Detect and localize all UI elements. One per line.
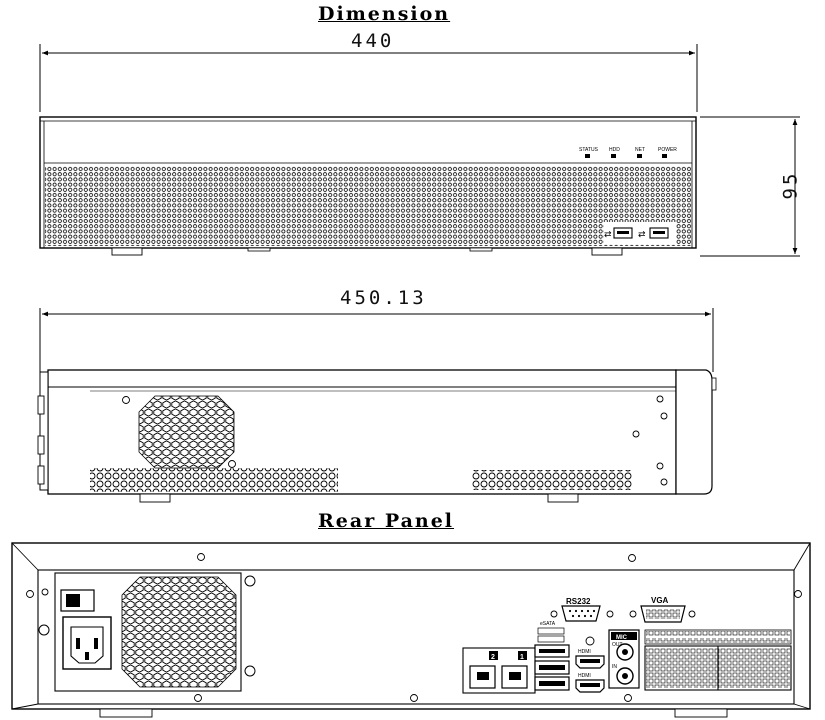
- front-indicators: STATUS HDD NET POWER: [579, 147, 677, 158]
- svg-text:HDMI: HDMI: [578, 649, 591, 655]
- svg-text:OUT: OUT: [612, 642, 623, 648]
- power-supply: [54, 572, 242, 692]
- side-fan-vent: [138, 395, 235, 469]
- net-indicator-label: NET: [635, 147, 645, 153]
- vga-port: VGA: [629, 596, 696, 623]
- esata-usb-ports: eSATA: [534, 621, 570, 691]
- usb-icon: ⇄: [638, 230, 646, 240]
- side-vent-slots-left: [90, 468, 338, 492]
- rear-panel-heading: Rear Panel: [318, 510, 455, 532]
- front-usb-ports: ⇄ ⇄: [604, 222, 676, 244]
- psu-fan-vent: [121, 576, 237, 688]
- svg-text:1: 1: [520, 654, 524, 661]
- side-vent-slots-right: [472, 470, 632, 490]
- svg-text:2: 2: [491, 654, 495, 661]
- svg-text:RS232: RS232: [566, 597, 591, 606]
- height-dimension-line: [700, 116, 800, 257]
- front-width-label: 440: [351, 30, 395, 52]
- alarm-terminals: [644, 629, 792, 691]
- rs232-port: RS232: [550, 597, 614, 622]
- svg-text:IN: IN: [612, 664, 617, 670]
- side-depth-label: 450.13: [340, 287, 427, 309]
- esata-label: eSATA: [540, 621, 556, 627]
- hdmi-ports: HDMI HDMI: [575, 636, 605, 693]
- mic-block: MIC OUT IN: [608, 629, 640, 689]
- front-vent-grill: [45, 166, 691, 246]
- usb-icon: ⇄: [604, 230, 612, 240]
- svg-text:VGA: VGA: [651, 596, 669, 605]
- front-width-dimension-line: [39, 44, 698, 112]
- front-panel-body: [39, 116, 697, 256]
- lan-ports: 2 1: [462, 647, 536, 694]
- power-indicator-label: POWER: [658, 147, 677, 153]
- side-depth-dimension-line: [39, 308, 714, 372]
- hdd-indicator-label: HDD: [609, 147, 620, 153]
- svg-text:HDMI: HDMI: [578, 673, 591, 679]
- dimension-heading: Dimension: [318, 3, 451, 25]
- status-indicator-label: STATUS: [579, 147, 599, 153]
- svg-text:MIC: MIC: [616, 635, 628, 641]
